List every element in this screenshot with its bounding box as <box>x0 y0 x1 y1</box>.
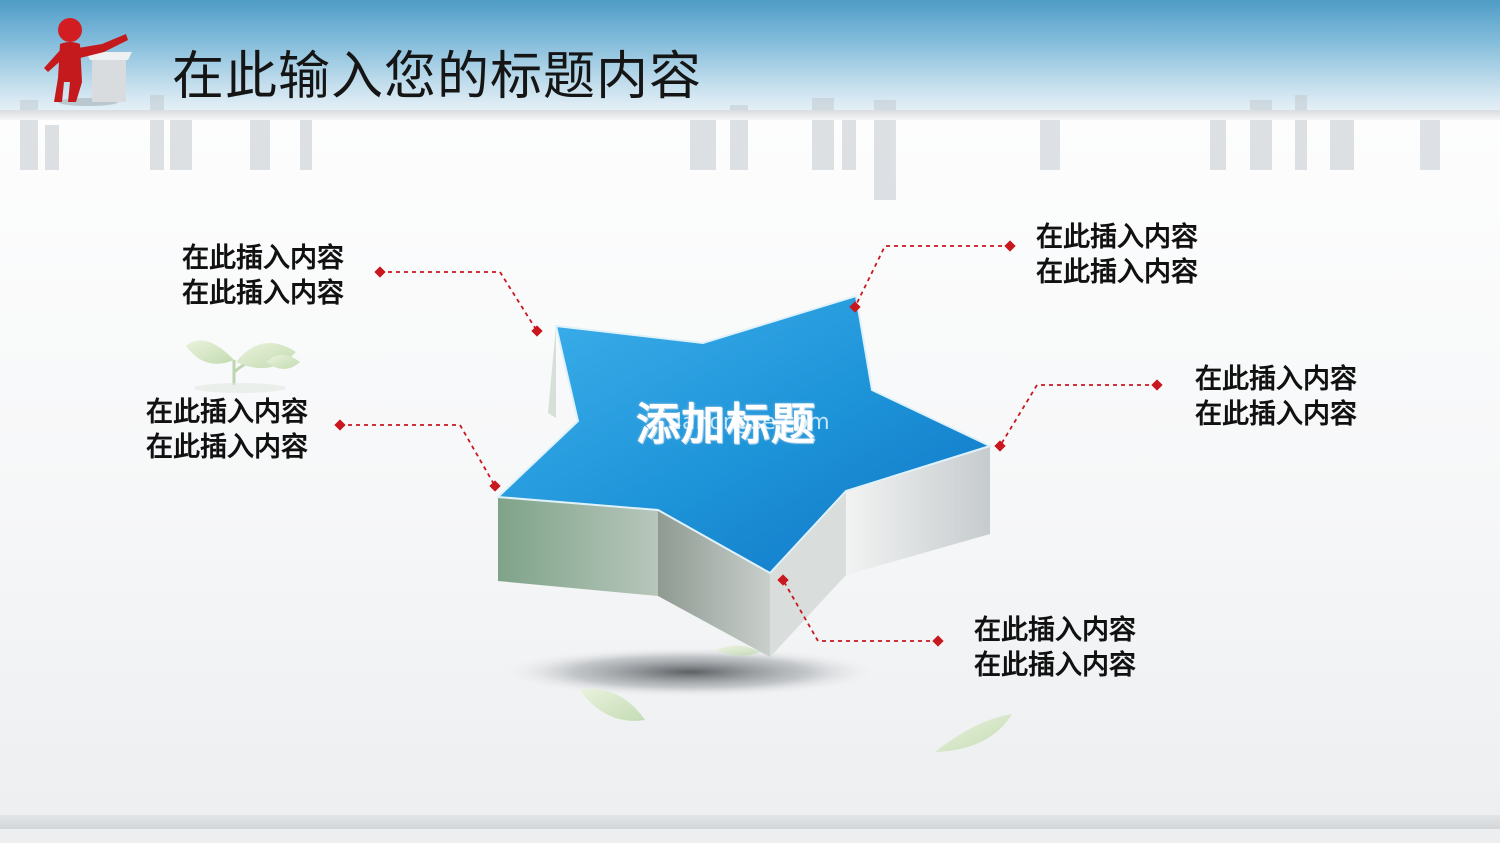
star-shadow <box>495 646 885 698</box>
callout-top-right[interactable]: 在此插入内容 在此插入内容 <box>1036 220 1198 290</box>
connector-top-left <box>380 271 538 332</box>
city-skyline <box>20 95 1440 200</box>
callout-left[interactable]: 在此插入内容 在此插入内容 <box>146 395 308 465</box>
connector-markers <box>334 240 1163 647</box>
header-band <box>0 0 1500 118</box>
star-side-top-left <box>548 326 556 418</box>
star-title[interactable]: 添加标题 <box>636 399 816 450</box>
callout-bottom[interactable]: 在此插入内容 在此插入内容 <box>974 613 1136 683</box>
callout-right[interactable]: 在此插入内容 在此插入内容 <box>1195 362 1357 432</box>
callout-line: 在此插入内容 <box>1195 399 1357 430</box>
callout-line: 在此插入内容 <box>1036 257 1198 288</box>
leaf-icon <box>935 714 1012 752</box>
callout-line: 在此插入内容 <box>1036 222 1198 253</box>
callout-line: 在此插入内容 <box>146 397 308 428</box>
callout-line: 在此插入内容 <box>974 650 1136 681</box>
connector-top-right <box>854 245 1010 308</box>
footer-band <box>0 815 1500 829</box>
star-side-front-right <box>770 491 846 657</box>
star-top-face <box>495 294 993 575</box>
presenter-mascot-icon <box>44 18 132 106</box>
callout-line: 在此插入内容 <box>1195 364 1357 395</box>
star-side-front <box>658 510 770 657</box>
callout-line: 在此插入内容 <box>182 243 344 274</box>
callout-line: 在此插入内容 <box>146 432 308 463</box>
connector-bottom <box>782 579 938 642</box>
watermark: dahongse.com <box>668 410 830 435</box>
connector-left <box>340 424 496 487</box>
connector-lines <box>340 245 1157 642</box>
sprout-icon <box>186 340 300 393</box>
leaf-icon <box>716 645 760 656</box>
header-divider <box>0 110 1500 120</box>
star-side-right <box>846 446 990 575</box>
callout-top-left[interactable]: 在此插入内容 在此插入内容 <box>182 241 344 311</box>
slide-title[interactable]: 在此输入您的标题内容 <box>172 47 703 107</box>
connector-right <box>999 384 1157 447</box>
leaf-icon <box>580 689 645 721</box>
callout-line: 在此插入内容 <box>182 278 344 309</box>
star-side-left <box>498 497 658 596</box>
callout-line: 在此插入内容 <box>974 615 1136 646</box>
